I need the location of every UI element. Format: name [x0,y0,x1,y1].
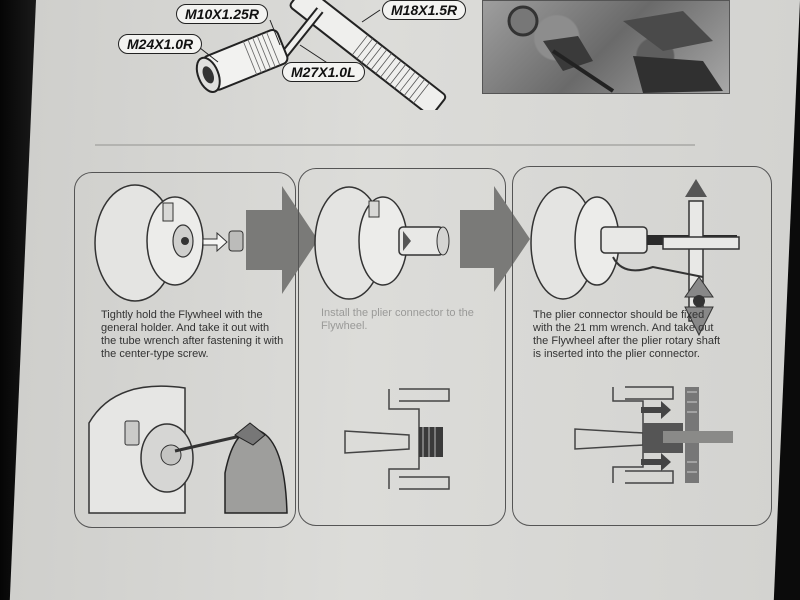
flywheel-holder-diagram [88,184,288,514]
step-arrow-2 [460,186,530,292]
step-panel-3: The plier connector should be fixed with… [512,166,772,526]
thread-label-m24: M24X1.0R [118,34,203,54]
step-1-instruction: Tightly hold the Flywheel with the gener… [101,309,284,360]
thread-label-m18: M18X1.5R [382,0,467,20]
thread-label-m10: M10X1.25R [176,4,268,24]
step-panel-1: Tightly hold the Flywheel with the gener… [74,172,296,528]
engine-photo [482,0,730,94]
plier-connector-install-diagram [314,186,450,490]
section-divider [95,144,695,146]
puller-tool-illustration [195,0,447,110]
step-3-instruction: The plier connector should be fixed with… [533,309,721,360]
thread-label-m27: M27X1.0L [282,62,365,82]
step-arrow-1 [246,186,318,294]
flywheel-removal-diagram [530,179,740,484]
step-panel-2: Install the plier connector to the Flywh… [298,168,506,526]
step-2-instruction: Install the plier connector to the Flywh… [321,307,474,332]
